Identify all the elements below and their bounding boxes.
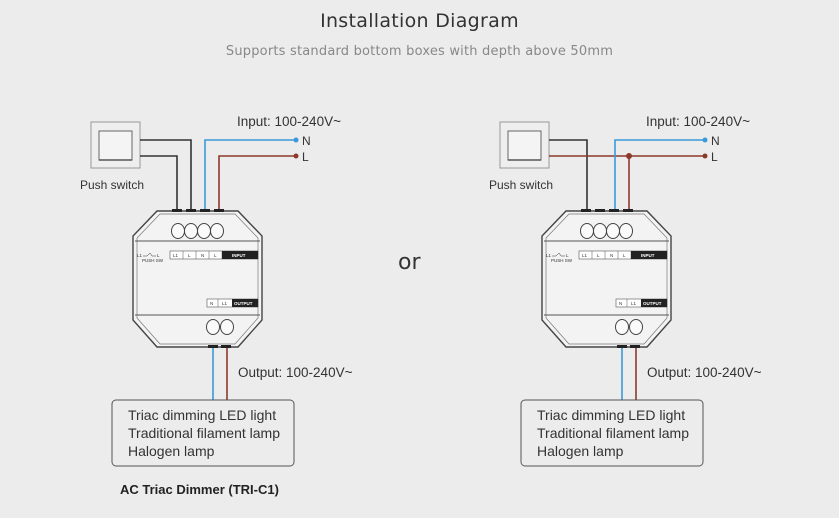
input-tag: INPUT bbox=[641, 253, 655, 258]
input-terminal-n: N bbox=[610, 253, 613, 258]
output-terminal-n: N bbox=[210, 301, 213, 306]
terminal-l-label: L bbox=[711, 150, 718, 164]
load-line-1: Triac dimming LED light bbox=[537, 407, 685, 423]
output-terminal-l1: L1 bbox=[222, 301, 228, 306]
switch-wire-2 bbox=[140, 155, 178, 210]
load-line-2: Traditional filament lamp bbox=[537, 425, 689, 441]
input-terminal-l: L bbox=[188, 253, 191, 258]
input-terminal-l1: L1 bbox=[582, 253, 588, 258]
input-terminal-l1: L1 bbox=[173, 253, 179, 258]
neutral-terminal-dot bbox=[702, 137, 708, 143]
push-switch-label: Push switch bbox=[80, 178, 144, 192]
output-tag: OUTPUT bbox=[234, 301, 253, 306]
output-voltage-label: Output: 100-240V~ bbox=[647, 365, 762, 380]
terminal-l-label: L bbox=[302, 150, 309, 164]
switch-legend-sub: PUSH SW bbox=[142, 258, 164, 263]
switch-legend-l1: L1 bbox=[546, 253, 552, 258]
input-tag: INPUT bbox=[232, 253, 246, 258]
live-terminal-dot bbox=[702, 153, 708, 159]
live-terminal-dot bbox=[293, 153, 299, 159]
load-line-2: Traditional filament lamp bbox=[128, 425, 280, 441]
terminal-n-label: N bbox=[302, 134, 311, 148]
live-wire bbox=[218, 155, 296, 210]
output-terminal-n: N bbox=[619, 301, 622, 306]
push-switch-label: Push switch bbox=[489, 178, 553, 192]
page-title: Installation Diagram bbox=[320, 10, 519, 32]
output-terminal-l1: L1 bbox=[631, 301, 637, 306]
page-subtitle: Supports standard bottom boxes with dept… bbox=[225, 44, 614, 59]
switch-legend-l: L bbox=[157, 253, 160, 258]
input-terminal-l2: L bbox=[623, 253, 626, 258]
dimmer-device: L1 L PUSH SW L1 L N L INPUT N L1 OUTPUT bbox=[132, 209, 263, 348]
switch-wire-1 bbox=[549, 139, 588, 210]
push-switch-icon bbox=[90, 121, 141, 169]
load-line-3: Halogen lamp bbox=[128, 443, 215, 459]
neutral-wire bbox=[614, 139, 705, 210]
or-separator: or bbox=[398, 250, 421, 275]
load-line-3: Halogen lamp bbox=[537, 443, 624, 459]
input-terminal-l2: L bbox=[214, 253, 217, 258]
push-switch-icon bbox=[499, 121, 550, 169]
diagram-right: Push switch N L Input: 100-240V~ L1 bbox=[489, 114, 762, 467]
output-voltage-label: Output: 100-240V~ bbox=[238, 365, 353, 380]
terminal-n-label: N bbox=[711, 134, 720, 148]
switch-wire-1 bbox=[140, 139, 192, 210]
output-tag: OUTPUT bbox=[643, 301, 662, 306]
neutral-terminal-dot bbox=[293, 137, 299, 143]
input-terminal-l: L bbox=[597, 253, 600, 258]
load-box bbox=[520, 399, 704, 467]
product-caption: AC Triac Dimmer (TRI-C1) bbox=[120, 482, 279, 497]
switch-legend-sub: PUSH SW bbox=[551, 258, 573, 263]
neutral-wire bbox=[204, 139, 296, 210]
input-terminal-n: N bbox=[201, 253, 204, 258]
switch-legend-l: L bbox=[566, 253, 569, 258]
dimmer-device: L1 L PUSH SW L1 L N L INPUT N L1 OUTPUT bbox=[541, 209, 672, 348]
load-line-1: Triac dimming LED light bbox=[128, 407, 276, 423]
switch-legend-l1: L1 bbox=[137, 253, 143, 258]
input-voltage-label: Input: 100-240V~ bbox=[646, 114, 750, 129]
load-box bbox=[111, 399, 295, 467]
input-voltage-label: Input: 100-240V~ bbox=[237, 114, 341, 129]
diagram-left: Push switch N L Input: 100-240V~ bbox=[80, 114, 353, 467]
